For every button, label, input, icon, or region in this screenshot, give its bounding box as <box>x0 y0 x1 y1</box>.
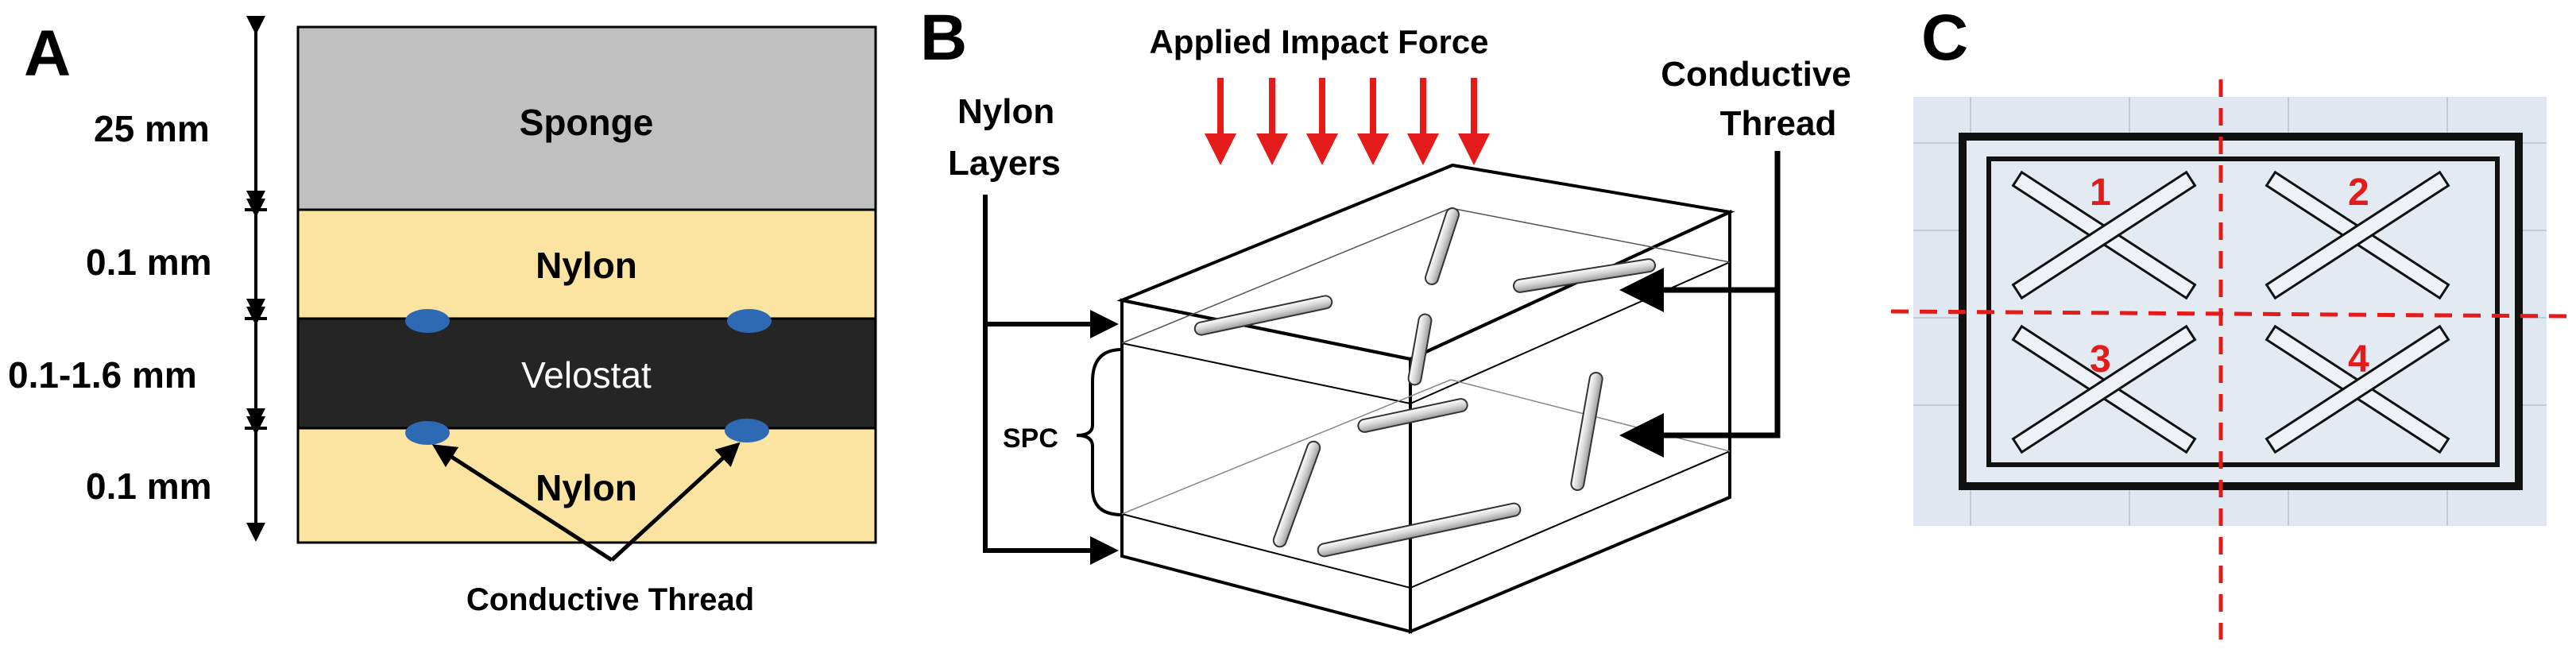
nylon-label-bottom: Nylon <box>536 467 637 508</box>
quadrant-label-4: 4 <box>2348 338 2369 381</box>
thread-dot <box>405 309 450 333</box>
sensor-threads <box>2011 170 2450 454</box>
quadrant-label-3: 3 <box>2090 338 2111 381</box>
dim-label-velostat: 0.1-1.6 mm <box>8 354 197 396</box>
nylon-layer-top <box>296 208 877 320</box>
sponge-label: Sponge <box>520 102 654 143</box>
thread-dot <box>727 309 772 333</box>
panel-b: B Applied Impact Force <box>920 2 1851 635</box>
quadrant-label-2: 2 <box>2348 172 2369 214</box>
force-arrows <box>1205 78 1490 165</box>
spc-bracket <box>1076 348 1123 516</box>
conductive-thread-label-b-line1: Conductive <box>1661 55 1851 94</box>
sponge-layer <box>296 25 877 211</box>
nylon-label-top: Nylon <box>536 245 637 286</box>
panel-a: A Sponge Nylon Velostat Nylon Conductive… <box>8 16 877 617</box>
panel-b-letter: B <box>920 2 967 74</box>
layered-box <box>1116 163 1735 635</box>
panel-a-letter: A <box>24 17 71 90</box>
conductive-thread-label-b-line2: Thread <box>1720 104 1837 143</box>
dim-label-nylon-top: 0.1 mm <box>86 241 212 283</box>
quadrant-label-1: 1 <box>2090 172 2111 214</box>
conductive-thread-label-a: Conductive Thread <box>466 582 754 617</box>
dim-label-sponge: 25 mm <box>94 108 210 149</box>
velostat-layer <box>296 317 877 430</box>
panel-c-letter: C <box>1921 2 1968 74</box>
applied-force-label: Applied Impact Force <box>1149 23 1488 60</box>
nylon-layer-arrows <box>983 195 1119 565</box>
dimension-scale <box>245 16 267 542</box>
panel-c: C 1 2 <box>1890 2 2567 639</box>
thread-dot <box>405 421 450 445</box>
thread-arrows-b <box>1619 151 1781 458</box>
thread-arrow <box>431 444 613 562</box>
thread-dot <box>725 419 769 442</box>
thread-arrow <box>610 442 741 562</box>
nylon-layers-label-line2: Layers <box>948 144 1061 183</box>
dim-label-nylon-bottom: 0.1 mm <box>86 466 212 507</box>
nylon-layer-bottom <box>296 427 877 544</box>
nylon-layers-label-line1: Nylon <box>957 92 1054 131</box>
spc-label: SPC <box>1003 423 1058 454</box>
velostat-label: Velostat <box>521 354 652 396</box>
thread-rods <box>1193 207 1656 558</box>
